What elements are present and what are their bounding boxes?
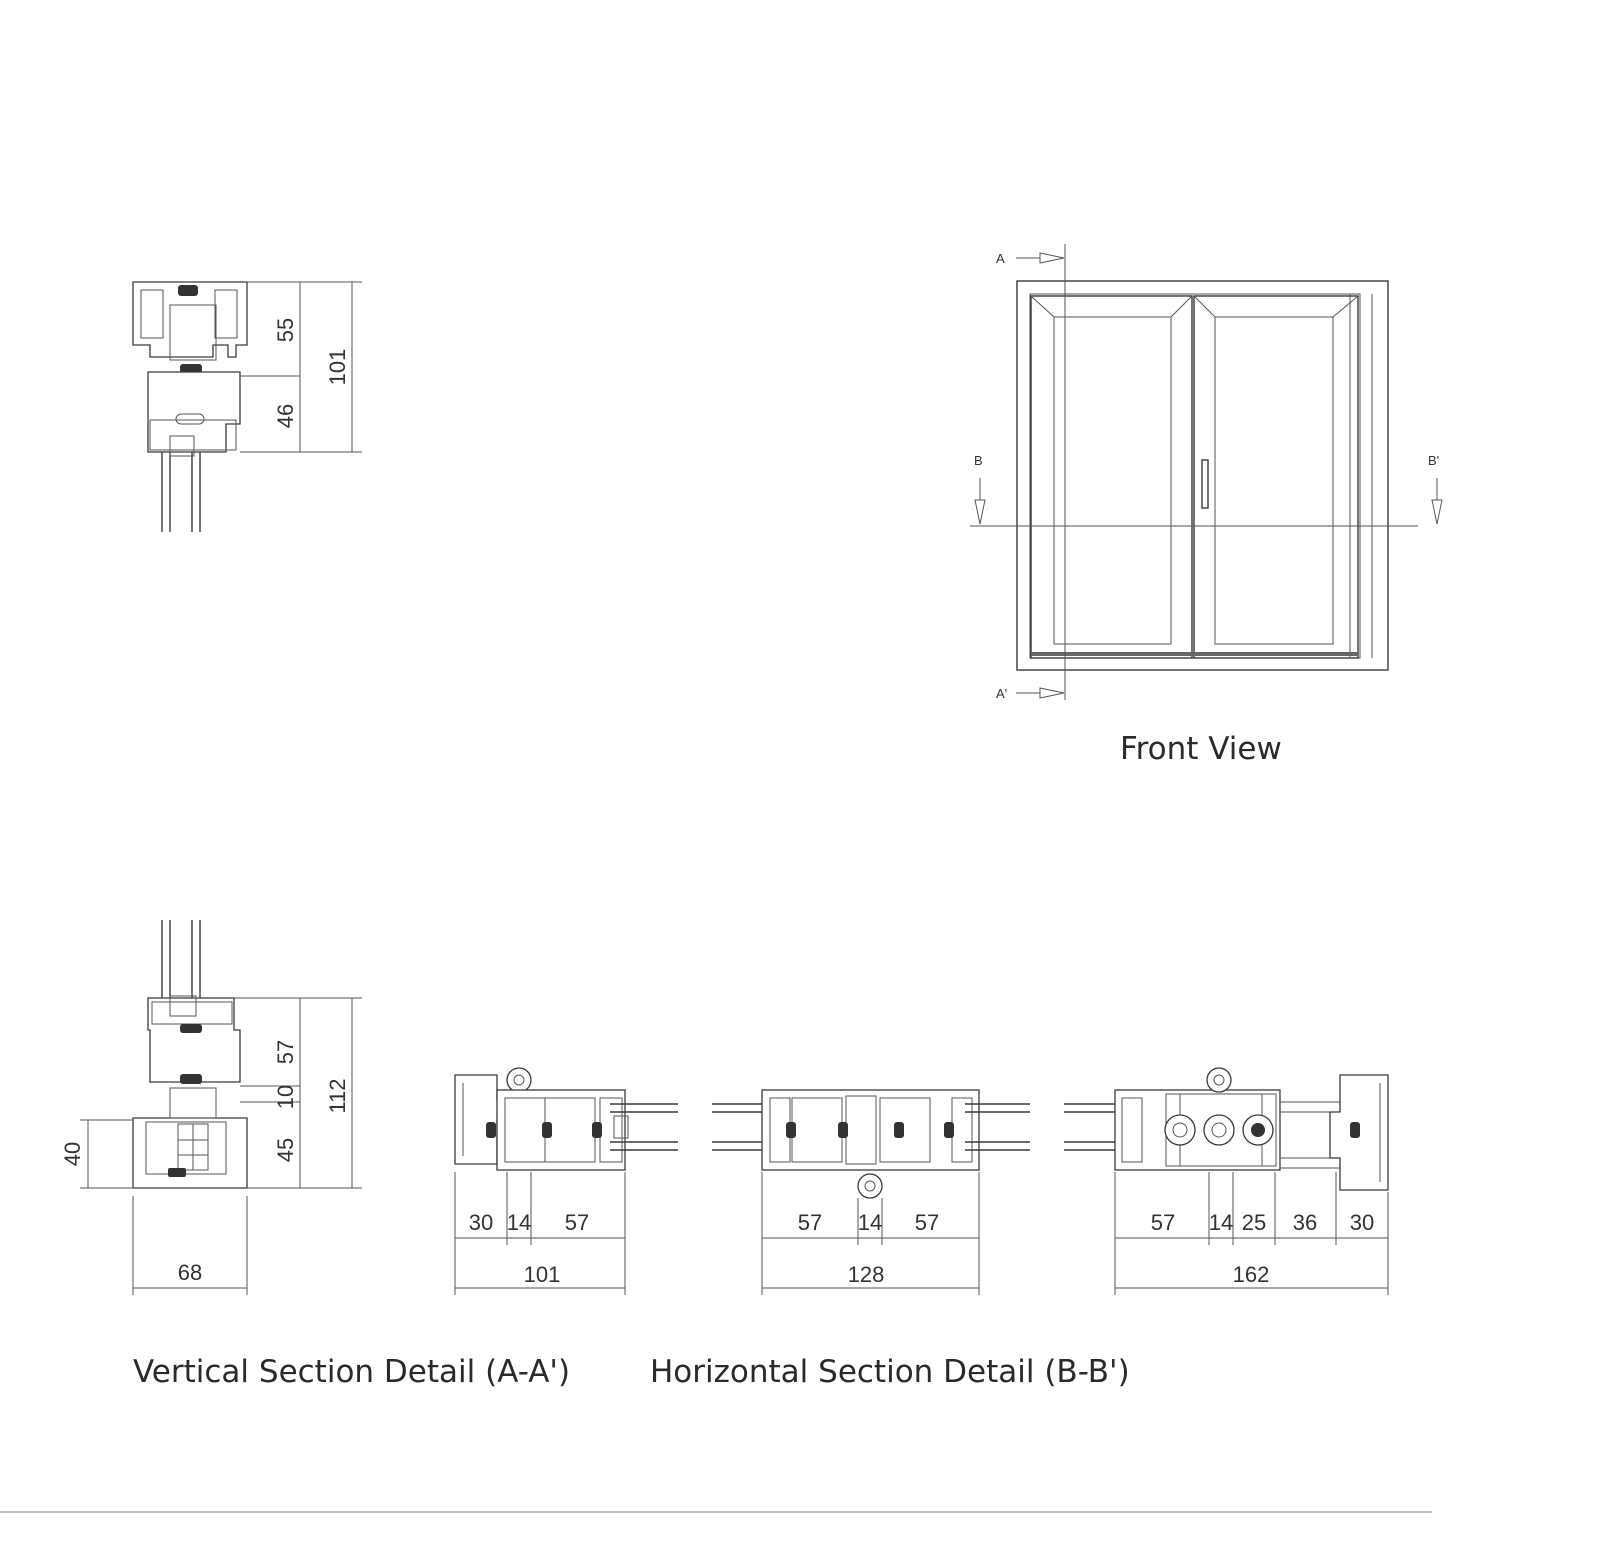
dim-bot-width: 68 [178, 1260, 202, 1285]
front-view: A A' B B' [970, 244, 1443, 701]
dim-bot-lower: 45 [273, 1138, 298, 1162]
horizontal-section-caption: Horizontal Section Detail (B-B') [650, 1354, 1130, 1390]
vertical-section-top [132, 281, 362, 532]
dim-h3-d: 36 [1293, 1210, 1317, 1235]
dim-h2-b: 14 [858, 1210, 882, 1235]
dim-h2-c: 57 [915, 1210, 939, 1235]
dim-h3-e: 30 [1350, 1210, 1374, 1235]
dim-bot-left: 40 [60, 1142, 85, 1166]
dim-bot-mid: 10 [273, 1085, 298, 1109]
dim-h2-total: 128 [848, 1262, 885, 1287]
marker-a: A [996, 251, 1005, 266]
horizontal-section-left [454, 1067, 678, 1295]
dim-h3-b: 14 [1209, 1210, 1233, 1235]
horizontal-section-middle [712, 1089, 1030, 1295]
dim-h1-b: 14 [507, 1210, 531, 1235]
vertical-section-bottom [80, 920, 362, 1295]
dim-top-total: 101 [325, 349, 350, 386]
marker-b-prime: B' [1428, 453, 1439, 468]
marker-a-prime: A' [996, 686, 1007, 701]
dim-top-upper: 55 [273, 318, 298, 342]
dim-bot-upper: 57 [273, 1040, 298, 1064]
dim-h3-a: 57 [1151, 1210, 1175, 1235]
marker-b: B [974, 453, 983, 468]
dim-bot-total: 112 [325, 1078, 350, 1113]
dim-h3-c: 25 [1242, 1210, 1266, 1235]
horizontal-section-right [1064, 1067, 1389, 1295]
dim-h3-total: 162 [1233, 1262, 1270, 1287]
front-view-caption: Front View [1120, 731, 1282, 767]
vertical-section-caption: Vertical Section Detail (A-A') [133, 1354, 570, 1390]
dim-h2-a: 57 [798, 1210, 822, 1235]
dim-h1-a: 30 [469, 1210, 493, 1235]
dim-h1-total: 101 [524, 1262, 561, 1287]
dim-h1-c: 57 [565, 1210, 589, 1235]
dim-top-lower: 46 [273, 404, 298, 428]
